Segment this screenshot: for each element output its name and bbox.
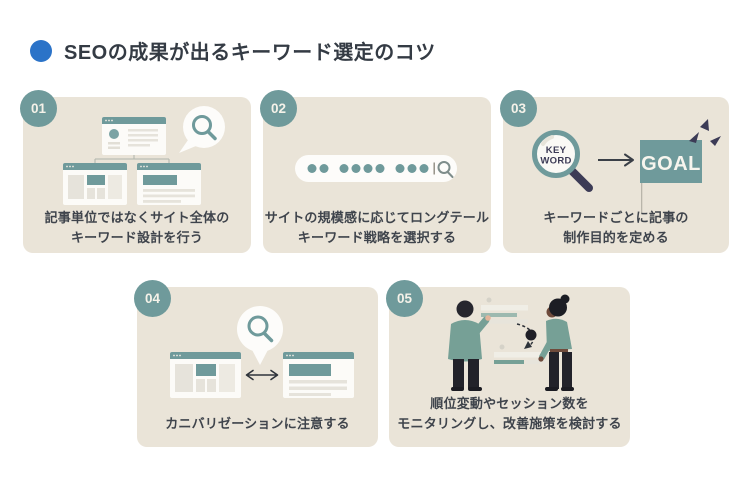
browser-window-right bbox=[283, 352, 354, 398]
hierarchy-connector-lines bbox=[94, 155, 170, 163]
magnifier-icon bbox=[247, 315, 274, 343]
keyword-to-goal-illustration: KEY WORD GOAL bbox=[532, 119, 721, 214]
caption-line: 順位変動やセッション数を bbox=[430, 396, 589, 411]
browser-window-child-right bbox=[137, 163, 201, 205]
page-title: SEOの成果が出るキーワード選定のコツ bbox=[64, 42, 436, 64]
person-left bbox=[448, 300, 491, 391]
goal-flag: GOAL bbox=[640, 140, 702, 214]
caption-line: キーワードごとに記事の bbox=[543, 210, 689, 225]
card-02-number-badge: 02 bbox=[260, 90, 297, 127]
card-03-number-badge: 03 bbox=[500, 90, 537, 127]
caption-line: サイトの規模感に応じてロングテール bbox=[264, 210, 490, 225]
card-01-caption: 記事単位ではなくサイト全体の キーワード設計を行う bbox=[23, 208, 251, 248]
card-01-site-keyword-design: 01 bbox=[20, 90, 251, 253]
person-right bbox=[538, 294, 574, 391]
cannibalization-illustration bbox=[170, 306, 354, 398]
card-02-caption: サイトの規模感に応じてロングテール キーワード戦略を選択する bbox=[263, 208, 491, 248]
goal-flag-label: GOAL bbox=[641, 153, 701, 175]
card-04-caption: カニバリゼーションに注意する bbox=[137, 414, 378, 434]
arrow-right-icon bbox=[598, 153, 634, 167]
browser-window-left bbox=[170, 352, 241, 398]
rank-drop-arrow-icon bbox=[516, 323, 537, 349]
caption-line: キーワード戦略を選択する bbox=[297, 230, 457, 245]
caption-line: カニバリゼーションに注意する bbox=[165, 416, 350, 431]
monitoring-illustration bbox=[448, 294, 574, 391]
speech-bubble bbox=[179, 106, 225, 153]
card-01-number-badge: 01 bbox=[20, 90, 57, 127]
caption-line: キーワード設計を行う bbox=[70, 230, 203, 245]
card-03-number: 03 bbox=[510, 101, 527, 116]
rank-list-bottom bbox=[494, 344, 546, 364]
magnifier-icon bbox=[192, 115, 217, 141]
card-02-number: 02 bbox=[270, 101, 287, 116]
card-05-number: 05 bbox=[396, 291, 413, 306]
keyword-dots bbox=[307, 164, 429, 173]
search-icon bbox=[437, 161, 454, 178]
card-03-caption: キーワードごとに記事の 制作目的を定める bbox=[503, 208, 729, 248]
caption-line: 記事単位ではなくサイト全体の bbox=[44, 210, 230, 225]
double-arrow-icon bbox=[245, 369, 279, 381]
bullet-icon bbox=[30, 39, 52, 62]
magnifier-label-key: KEY bbox=[546, 145, 567, 156]
card-04-number-badge: 04 bbox=[134, 280, 171, 317]
card-05-number-badge: 05 bbox=[386, 280, 423, 317]
card-05-caption: 順位変動やセッション数を モニタリングし、改善施策を検討する bbox=[389, 394, 630, 434]
keyword-magnifier-icon: KEY WORD bbox=[532, 130, 593, 192]
magnifier-label-word: WORD bbox=[540, 156, 571, 167]
site-hierarchy-illustration bbox=[63, 106, 225, 205]
card-03-article-goal: 03 KEY WORD GOAL bbox=[500, 90, 729, 253]
card-04-number: 04 bbox=[144, 291, 161, 306]
search-bar-illustration bbox=[295, 155, 457, 182]
emphasis-marks-icon bbox=[689, 119, 721, 146]
caption-line: 制作目的を定める bbox=[563, 230, 669, 245]
text-cursor bbox=[433, 162, 435, 175]
header: SEOの成果が出るキーワード選定のコツ bbox=[30, 36, 436, 65]
browser-window-child-left bbox=[63, 163, 127, 205]
caption-line: モニタリングし、改善施策を検討する bbox=[397, 416, 622, 431]
card-01-number: 01 bbox=[30, 101, 47, 116]
card-05-monitoring: 05 bbox=[386, 280, 630, 447]
browser-window-parent bbox=[102, 117, 166, 155]
rank-list-top bbox=[481, 297, 528, 324]
speech-bubble bbox=[237, 306, 283, 365]
card-04-cannibalization: 04 bbox=[134, 280, 378, 447]
card-02-longtail-strategy: 02 サイトの規模感に応じてロングテール キーワード戦略を選択する bbox=[260, 90, 491, 253]
